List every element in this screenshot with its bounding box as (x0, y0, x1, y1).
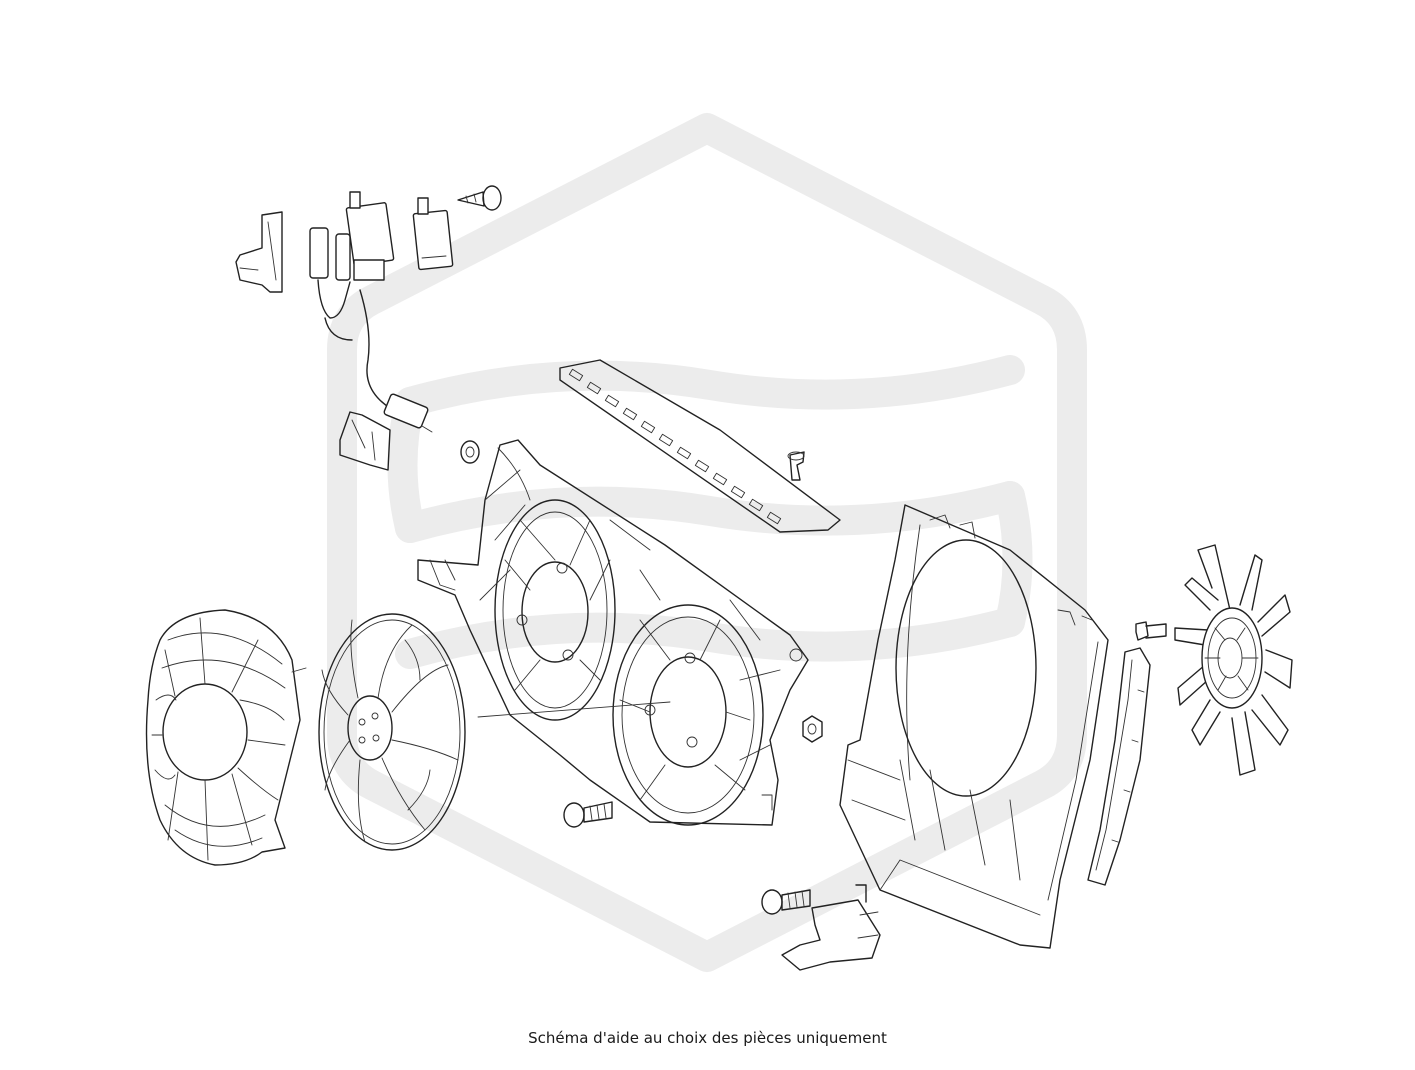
bolt-with-washer[interactable] (761, 889, 811, 915)
self-tapping-screw[interactable] (457, 185, 502, 211)
viscous-fan-with-clutch[interactable] (1174, 544, 1293, 776)
hex-bolt[interactable] (1135, 621, 1167, 641)
diagram-caption: Schéma d'aide au choix des pièces unique… (528, 1029, 887, 1047)
mounting-bolt[interactable] (563, 801, 613, 828)
dual-fan-housing[interactable] (417, 439, 809, 826)
nut[interactable] (802, 715, 823, 743)
lower-mounting-bracket[interactable] (781, 884, 881, 971)
radiator-fan-shroud[interactable] (839, 504, 1109, 949)
harness-mounting-bracket[interactable] (235, 211, 283, 293)
connector-bracket[interactable] (339, 411, 391, 471)
electric-fan-blade[interactable] (318, 613, 466, 851)
relay[interactable] (412, 197, 454, 271)
fan-shroud-guard[interactable] (145, 609, 307, 866)
top-slotted-cover[interactable] (559, 359, 841, 533)
side-seal-strip[interactable] (1087, 647, 1151, 886)
grommet[interactable] (460, 440, 480, 464)
relay[interactable] (345, 191, 395, 281)
fan-wiring-harness[interactable] (309, 227, 433, 433)
push-clip[interactable] (787, 451, 805, 481)
